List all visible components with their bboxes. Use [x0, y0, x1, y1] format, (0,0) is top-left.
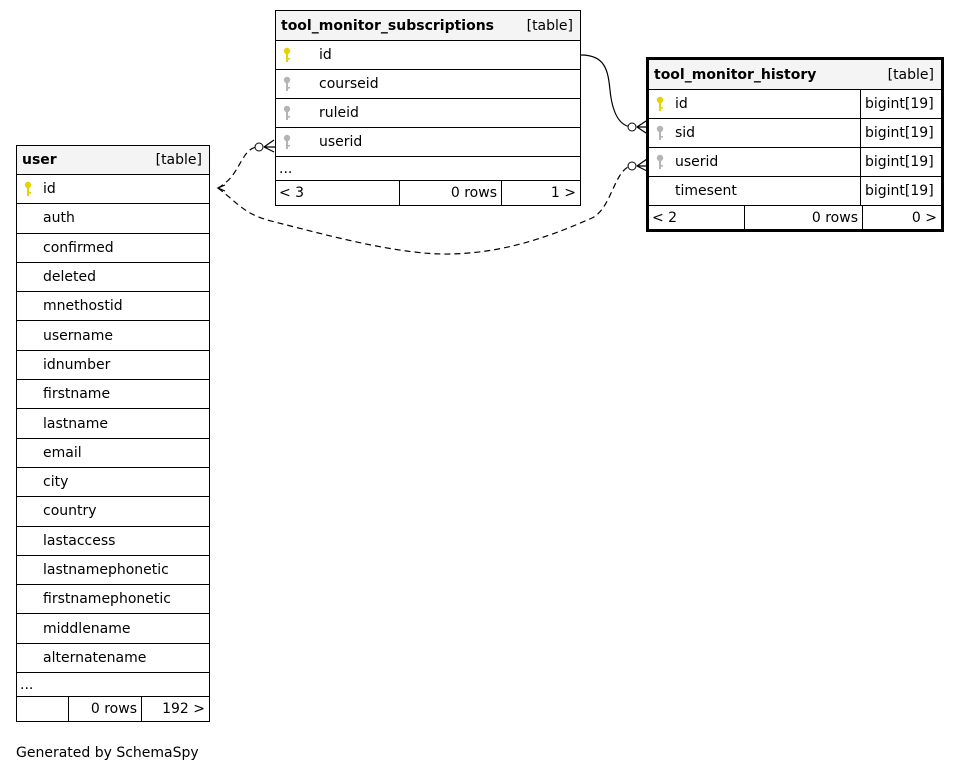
column-name: mnethostid [43, 298, 123, 315]
row-count: 0 rows [68, 697, 141, 722]
row-count: 0 rows [744, 206, 862, 229]
column-name-cell: userid [649, 148, 860, 176]
column-name: id [43, 181, 56, 198]
column-type: bigint[19] [860, 90, 941, 118]
column-row-lastname[interactable]: lastname [17, 409, 209, 439]
column-type: bigint[19] [860, 119, 941, 147]
column-name: idnumber [43, 356, 111, 373]
column-row-lastaccess[interactable]: lastaccess [17, 527, 209, 556]
column-row-lastnamephonetic[interactable]: lastnamephonetic [17, 556, 209, 586]
column-name: sid [675, 125, 696, 141]
column-name: lastnamephonetic [43, 562, 169, 578]
column-name: middlename [43, 620, 131, 637]
relationship-history-userid [217, 165, 632, 255]
foreign-key-icon [656, 125, 664, 140]
primary-key-icon [24, 181, 32, 197]
column-name: alternatename [43, 649, 147, 666]
column-type: bigint[19] [860, 148, 941, 176]
children-count[interactable]: 0 > [862, 206, 941, 229]
column-name: userid [675, 154, 719, 170]
column-name: id [319, 47, 332, 63]
relationship-history-sid [580, 54, 633, 128]
table-tool-monitor-history[interactable]: tool_monitor_history [table] id bigint[1… [646, 57, 944, 232]
column-name: country [43, 503, 97, 520]
column-name: username [43, 327, 113, 344]
more-columns-indicator: ... [17, 673, 209, 698]
table-footer: 0 rows 192 > [17, 697, 209, 722]
column-row-confirmed[interactable]: confirmed [17, 234, 209, 263]
table-tool-monitor-subscriptions[interactable]: tool_monitor_subscriptions [table] id co… [275, 10, 581, 206]
column-name: email [43, 444, 82, 461]
table-name: tool_monitor_subscriptions [281, 17, 495, 34]
foreign-key-icon [283, 134, 291, 149]
foreign-key-icon [283, 105, 291, 120]
column-row-id[interactable]: id [17, 175, 209, 205]
column-name: firstnamephonetic [43, 591, 171, 608]
table-type-label: [table] [887, 66, 934, 83]
row-count: 0 rows [399, 181, 501, 205]
column-row-id[interactable]: id [276, 41, 580, 70]
column-row-mnethostid[interactable]: mnethostid [17, 292, 209, 322]
table-name: user [22, 152, 57, 168]
table-name: tool_monitor_history [654, 66, 817, 83]
column-name: firstname [43, 386, 111, 403]
primary-key-icon [656, 96, 664, 111]
table-type-label: [table] [526, 17, 573, 34]
column-name: auth [43, 210, 75, 227]
column-row-alternatename[interactable]: alternatename [17, 644, 209, 674]
column-row-userid[interactable]: userid bigint[19] [649, 148, 941, 177]
table-header: user [table] [17, 146, 209, 175]
table-footer: < 3 0 rows 1 > [276, 181, 580, 205]
table-type-label: [table] [155, 152, 202, 168]
foreign-key-icon [283, 76, 291, 91]
column-row-userid[interactable]: userid [276, 128, 580, 157]
column-name: city [43, 474, 69, 491]
column-row-firstname[interactable]: firstname [17, 380, 209, 410]
column-row-deleted[interactable]: deleted [17, 263, 209, 293]
column-row-id[interactable]: id bigint[19] [649, 90, 941, 119]
column-name: confirmed [43, 239, 114, 256]
column-row-email[interactable]: email [17, 439, 209, 468]
parents-count [17, 697, 68, 721]
table-footer: < 2 0 rows 0 > [649, 206, 941, 229]
column-row-idnumber[interactable]: idnumber [17, 351, 209, 381]
column-name: courseid [319, 76, 379, 92]
column-row-ruleid[interactable]: ruleid [276, 99, 580, 128]
children-count[interactable]: 1 > [501, 181, 580, 205]
column-row-firstnamephonetic[interactable]: firstnamephonetic [17, 585, 209, 615]
column-row-middlename[interactable]: middlename [17, 614, 209, 644]
parents-count[interactable]: < 2 [652, 209, 678, 226]
table-header: tool_monitor_history [table] [649, 60, 941, 90]
table-header: tool_monitor_subscriptions [table] [276, 11, 580, 41]
column-name: id [675, 96, 688, 112]
column-type: bigint[19] [860, 177, 941, 205]
column-name-cell: id [649, 90, 860, 118]
column-row-username[interactable]: username [17, 321, 209, 351]
column-row-country[interactable]: country [17, 497, 209, 527]
column-name: timesent [675, 183, 737, 199]
parents-count[interactable]: < 3 [279, 185, 305, 201]
relationship-subscriptions-userid [217, 146, 260, 189]
column-row-auth[interactable]: auth [17, 204, 209, 234]
column-row-courseid[interactable]: courseid [276, 70, 580, 99]
primary-key-icon [283, 47, 291, 62]
column-name-cell: sid [649, 119, 860, 147]
column-row-timesent[interactable]: timesent bigint[19] [649, 177, 941, 206]
column-name: lastname [43, 415, 108, 432]
column-name: deleted [43, 269, 96, 286]
children-count[interactable]: 192 > [141, 697, 209, 722]
column-name-cell: timesent [649, 177, 860, 205]
relationship-crow-end [627, 122, 637, 132]
more-columns-indicator: ... [276, 157, 580, 181]
column-row-city[interactable]: city [17, 468, 209, 498]
generated-by-caption: Generated by SchemaSpy [16, 745, 199, 761]
table-user[interactable]: user [table] id auth confirmed deleted m… [16, 145, 210, 722]
column-name: userid [319, 134, 363, 150]
column-name: lastaccess [43, 532, 116, 549]
column-row-sid[interactable]: sid bigint[19] [649, 119, 941, 148]
foreign-key-icon [656, 154, 664, 169]
column-name: ruleid [319, 105, 359, 121]
